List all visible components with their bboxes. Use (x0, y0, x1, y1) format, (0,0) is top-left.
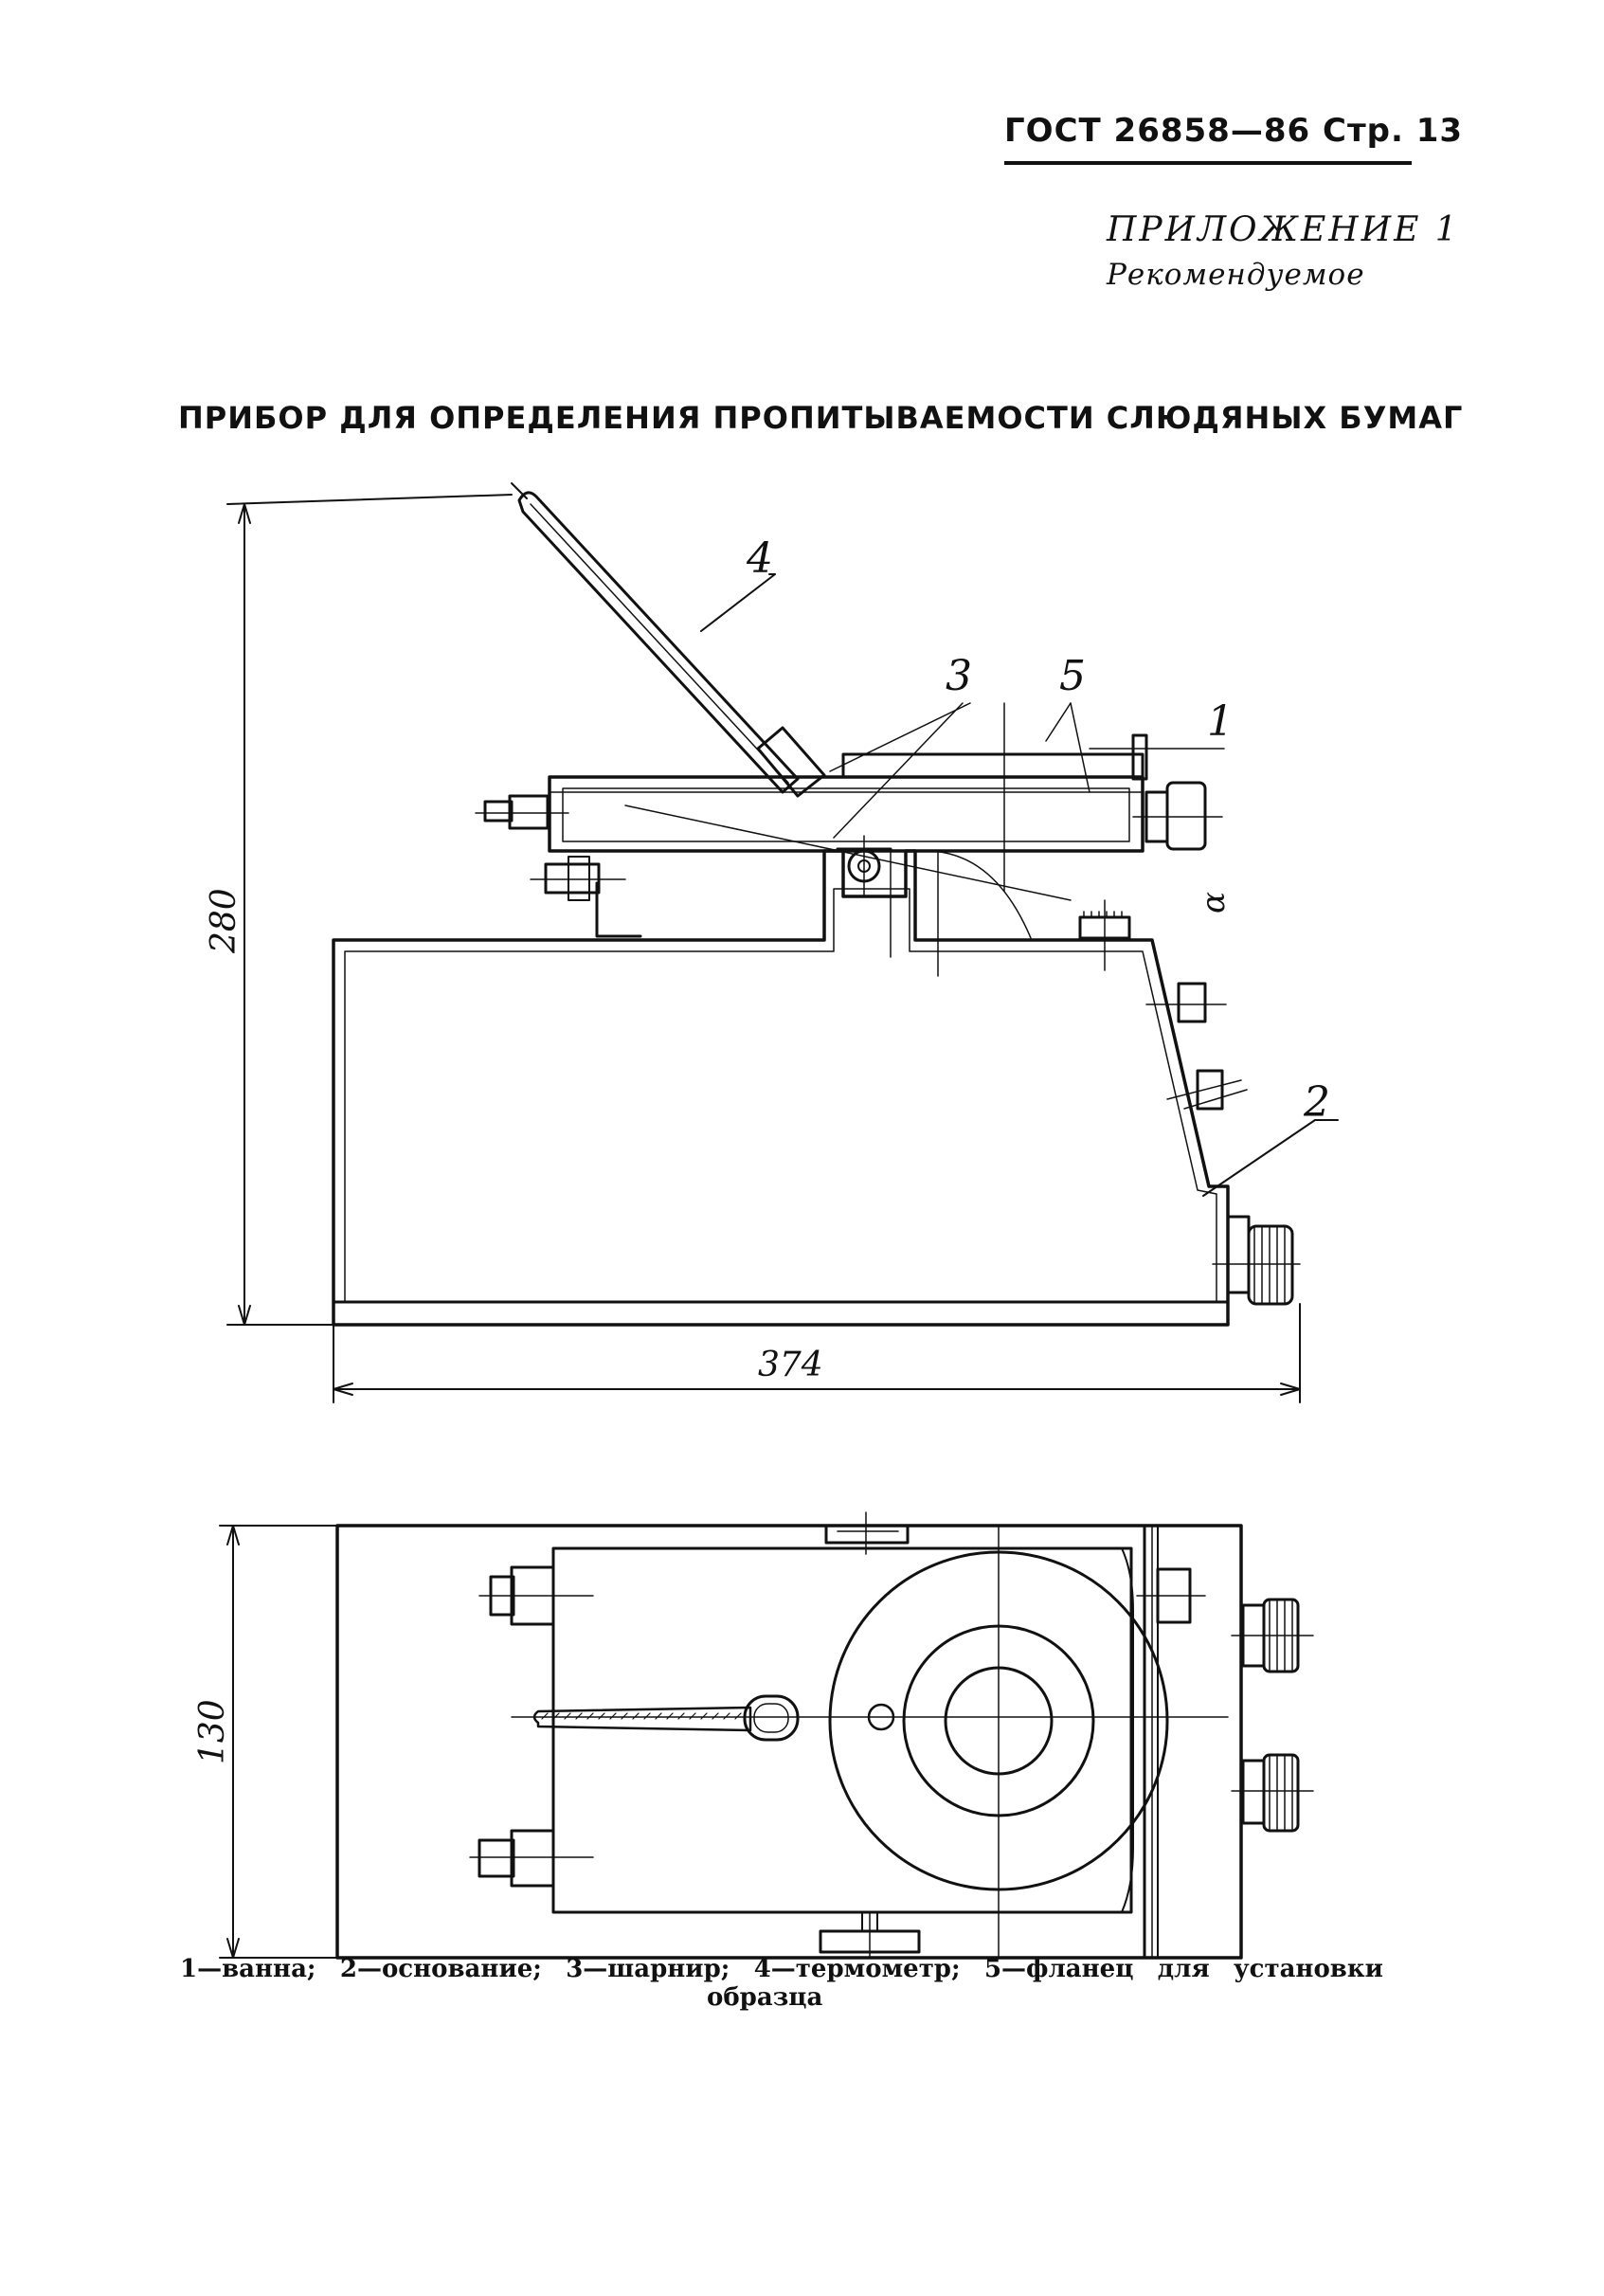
dimension-width: 130 (193, 1525, 340, 1959)
thermometer (511, 482, 826, 798)
appendix-status: Рекомендуемое (1107, 258, 1365, 292)
dimension-374-label: 374 (758, 1346, 823, 1384)
caption-item-thermometer: 4—термометр; (753, 1955, 961, 1983)
callout-5: 5 (1059, 652, 1086, 700)
hinge (833, 702, 964, 897)
caption-item-bath: 1—ванна; (180, 1955, 316, 1983)
document-title: ПРИБОР ДЛЯ ОПРЕДЕЛЕНИЯ ПРОПИТЫВАЕМОСТИ С… (178, 400, 1464, 436)
base (332, 805, 1339, 1327)
side-view: 280 (205, 482, 1339, 1403)
top-view: 130 (193, 1511, 1314, 1960)
callout-4: 4 (746, 534, 773, 583)
caption-item-installation: установки (1234, 1955, 1383, 1983)
caption-item-flange: 5—фланец (983, 1955, 1134, 1983)
angle-label: α (1195, 892, 1233, 913)
bath-plate (475, 702, 1225, 892)
figure-caption: 1—ванна; 2—основание; 3—шарнир; 4—термом… (180, 1955, 1383, 2012)
callout-1: 1 (1207, 697, 1234, 746)
caption-item-base: 2—основание; (339, 1955, 542, 1983)
appendix-label: ПРИЛОЖЕНИЕ 1 (1107, 210, 1460, 249)
caption-item-hinge: 3—шарнир; (566, 1955, 730, 1983)
dimension-height: 280 (205, 494, 513, 1326)
caption-line: 1—ванна; 2—основание; 3—шарнир; 4—термом… (180, 1955, 1383, 1983)
dimension-280-label: 280 (205, 888, 243, 954)
dimension-length: 374 (333, 1303, 1301, 1403)
dimension-130-label: 130 (193, 1699, 232, 1764)
caption-continuation: образца (707, 1983, 823, 2012)
header-rule (1004, 161, 1412, 165)
callout-3: 3 (946, 652, 972, 700)
callout-2: 2 (1303, 1078, 1330, 1127)
document-header: ГОСТ 26858—86 Стр. 13 (1004, 112, 1464, 150)
caption-item-for: для (1157, 1955, 1210, 1983)
